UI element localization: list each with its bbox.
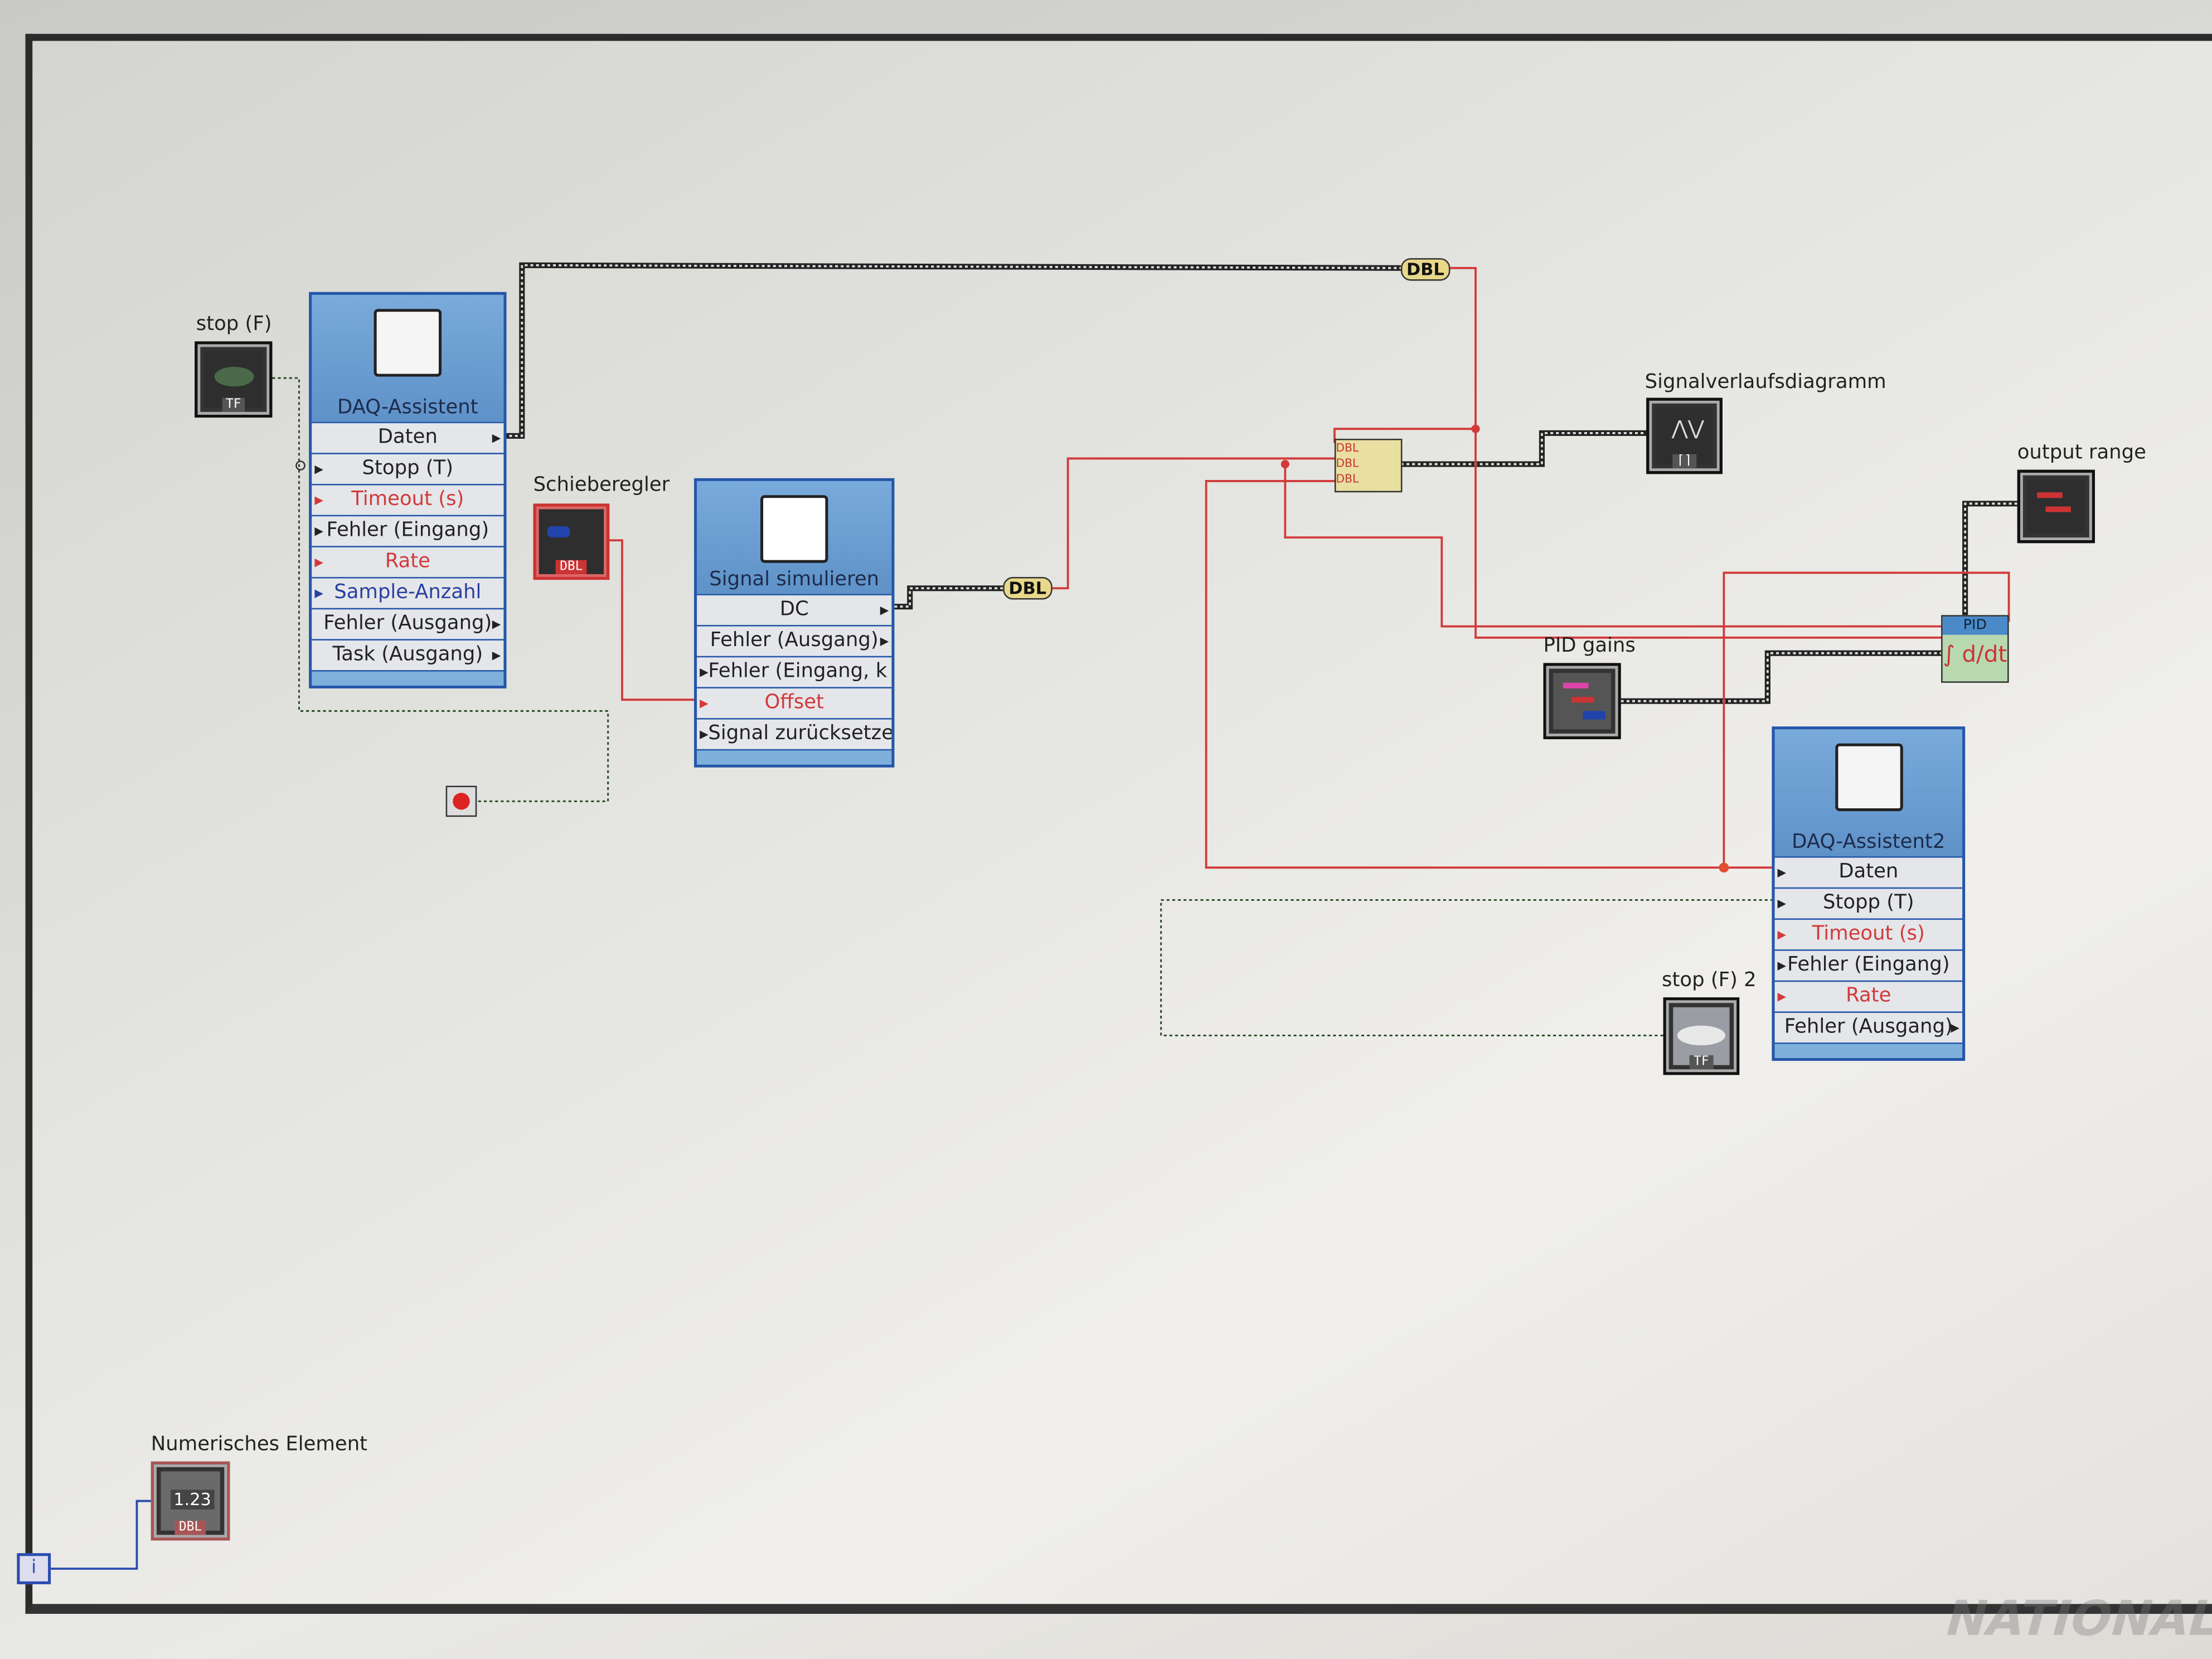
slider-icon [547,526,570,538]
stop-f2-label: stop (F) 2 [1662,969,1757,992]
terminal-offset[interactable]: ▶Offset [697,687,892,719]
stop-f-terminal[interactable]: TF [195,341,273,418]
terminal-stopp[interactable]: ▶Stopp (T) [312,453,504,484]
stop-icon [453,793,470,810]
daq-icon [373,309,442,377]
output-range-label: output range [2017,442,2146,464]
merge-input: DBL [1336,442,1359,454]
slider-label: Schieberegler [533,474,670,497]
pid-title: PID [1942,616,2008,635]
pid-node[interactable]: PID ∫ d/dt [1941,615,2009,683]
convert-dynamic-data-mid[interactable]: DBL [1003,577,1052,600]
terminal-stopp[interactable]: ▶Stopp (T) [1774,887,1963,919]
terminal-fehler-ausgang[interactable]: Fehler (Ausgang)▶ [697,625,892,656]
node-title: DAQ-Assistent2 [1792,831,1946,854]
loop-stop-condition[interactable] [445,785,477,817]
type-tag: TF [221,397,246,412]
ni-watermark-logo: NATIONAL INSTRUMENTS [1939,1591,2212,1648]
numeric-value: 1.23 [171,1490,214,1510]
merge-signals-node[interactable]: DBL DBL DBL [1334,439,1403,493]
terminal-fehler-eingang[interactable]: ▶Fehler (Eingang) [1774,949,1963,981]
terminal-rate[interactable]: ▶Rate [1774,980,1963,1012]
terminal-dc[interactable]: DC▶ [697,594,892,625]
type-tag: ⌈⌉ [1672,454,1696,469]
type-tag: TF [1689,1055,1714,1070]
daq-assistent2-node[interactable]: DAQ-Assistent2 ▶Daten ▶Stopp (T) ▶Timeou… [1772,726,1966,1061]
terminal-rate[interactable]: ▶Rate [312,546,504,578]
waveform-chart-terminal[interactable]: ⋀⋁ ⌈⌉ [1646,397,1723,474]
numeric-indicator[interactable]: 1.23 DBL [151,1461,230,1541]
terminal-timeout[interactable]: ▶Timeout (s) [312,483,504,515]
cluster-icon [1563,682,1589,688]
merge-input: DBL [1336,457,1359,470]
stop-f-label: stop (F) [196,313,272,336]
daq-icon [1835,743,1903,812]
pid-integral-derivative-icon: ∫ d/dt [1943,640,2007,667]
merge-input: DBL [1336,472,1359,486]
pid-gains-label: PID gains [1543,634,1636,658]
node-title: Signal simulieren [709,568,880,591]
terminal-daten[interactable]: ▶Daten [1774,856,1963,887]
terminal-fehler-eingang[interactable]: ▶Fehler (Eingang, k [697,656,892,687]
node-title: DAQ-Assistent [337,396,478,419]
terminal-task-ausgang[interactable]: Task (Ausgang)▶ [312,639,504,671]
boolean-led-icon [214,366,254,387]
node-resize-handle[interactable] [697,749,892,765]
signal-simulieren-node[interactable]: Signal simulieren DC▶ Fehler (Ausgang)▶ … [694,478,895,768]
convert-dynamic-data-top[interactable]: DBL [1400,258,1450,281]
terminal-fehler-eingang[interactable]: ▶Fehler (Eingang) [312,515,504,546]
boolean-led-icon [1677,1025,1725,1046]
terminal-signal-zuruecksetzen[interactable]: ▶Signal zurücksetze [697,718,892,749]
terminal-daten[interactable]: Daten▶ [312,421,504,453]
slider-terminal[interactable]: DBL [533,503,610,580]
output-range-terminal[interactable] [2017,469,2095,544]
numeric-label: Numerisches Element [151,1433,368,1456]
terminal-fehler-ausgang[interactable]: Fehler (Ausgang)▶ [1774,1011,1963,1043]
waveform-icon: ⋀⋁ [1671,418,1704,440]
terminal-sample-anzahl[interactable]: ▶Sample-Anzahl [312,577,504,608]
node-resize-handle[interactable] [1774,1042,1963,1058]
chart-label: Signalverlaufsdiagramm [1645,371,1886,394]
pid-gains-terminal[interactable] [1543,663,1621,740]
terminal-timeout[interactable]: ▶Timeout (s) [1774,918,1963,950]
cluster-icon [2037,492,2063,498]
loop-iteration-terminal[interactable]: i [17,1553,51,1584]
stop-f2-terminal[interactable]: TF [1663,997,1740,1075]
node-resize-handle[interactable] [312,670,504,686]
daq-assistent-node[interactable]: DAQ-Assistent Daten▶ ▶Stopp (T) ▶Timeout… [309,292,507,688]
terminal-fehler-ausgang[interactable]: Fehler (Ausgang)▶ [312,608,504,639]
type-tag: DBL [174,1520,206,1535]
simulate-signal-icon [760,495,828,563]
type-tag: DBL [555,560,588,574]
